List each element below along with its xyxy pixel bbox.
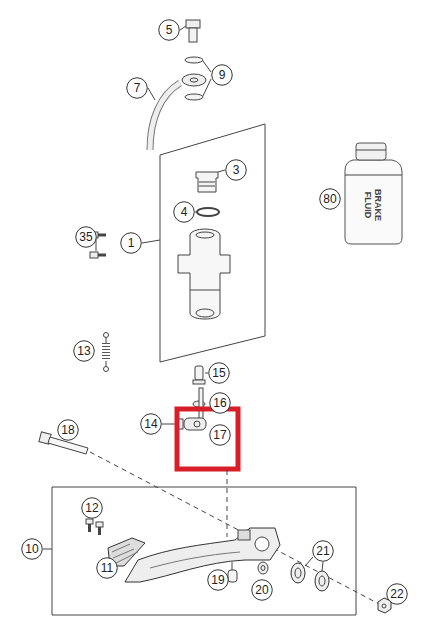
washer bbox=[185, 57, 203, 63]
callout-circle: 4 bbox=[173, 201, 195, 223]
axis-line bbox=[90, 452, 383, 606]
bottle-label: BRAKE FLUID bbox=[363, 187, 383, 223]
callout-number: 13 bbox=[73, 340, 95, 358]
callout-circle: 22 bbox=[386, 583, 408, 605]
callout-circle: 13 bbox=[73, 340, 95, 362]
callout-number: 35 bbox=[75, 226, 97, 244]
return-spring bbox=[102, 333, 110, 372]
callout-circle: 12 bbox=[81, 497, 103, 519]
callout-number: 17 bbox=[209, 424, 231, 442]
pin bbox=[228, 562, 237, 582]
callout-number: 15 bbox=[208, 362, 230, 380]
callout-number: 20 bbox=[251, 579, 273, 597]
callout-number: 12 bbox=[81, 497, 103, 515]
reservoir-cap bbox=[196, 170, 225, 192]
callout-circle: 20 bbox=[251, 579, 273, 601]
callout-number: 3 bbox=[225, 159, 247, 177]
leader-line bbox=[43, 549, 52, 550]
callout-circle: 9 bbox=[211, 64, 233, 86]
callout-number: 18 bbox=[57, 419, 79, 437]
callout-number: 10 bbox=[21, 538, 43, 556]
callout-number: 80 bbox=[319, 188, 341, 206]
callout-circle: 10 bbox=[21, 538, 43, 560]
banjo-bolt bbox=[180, 20, 200, 42]
callout-number: 4 bbox=[173, 201, 195, 219]
group-frame bbox=[160, 124, 265, 362]
group-frame bbox=[52, 487, 356, 615]
nut bbox=[162, 419, 183, 429]
axis-line bbox=[227, 470, 228, 537]
screw bbox=[86, 519, 103, 535]
callout-circle: 80 bbox=[319, 188, 341, 210]
master-cylinder bbox=[178, 229, 230, 319]
pin bbox=[193, 366, 208, 384]
brake-pedal bbox=[125, 528, 280, 582]
callout-circle: 14 bbox=[140, 413, 162, 435]
fluid-bottle bbox=[345, 143, 402, 244]
bearing bbox=[291, 557, 329, 591]
callout-circle: 19 bbox=[207, 569, 229, 591]
callout-circle: 21 bbox=[312, 540, 334, 562]
callout-circle: 15 bbox=[208, 362, 230, 384]
callout-number: 9 bbox=[211, 64, 233, 82]
washer bbox=[185, 94, 203, 100]
callout-circle: 3 bbox=[225, 159, 247, 181]
brake-hose bbox=[148, 74, 206, 150]
callout-circle: 18 bbox=[57, 419, 79, 441]
highlight-box bbox=[177, 409, 238, 469]
callout-circle: 17 bbox=[209, 424, 231, 446]
callout-number: 7 bbox=[126, 77, 148, 95]
o-ring bbox=[197, 208, 219, 216]
callout-circle: 1 bbox=[120, 232, 142, 254]
callout-number: 16 bbox=[209, 392, 231, 410]
callout-circle: 35 bbox=[75, 226, 97, 248]
washer bbox=[258, 562, 268, 574]
callout-number: 22 bbox=[386, 583, 408, 601]
callout-number: 1 bbox=[120, 232, 142, 250]
callout-circle: 11 bbox=[96, 557, 118, 579]
callout-number: 21 bbox=[312, 540, 334, 558]
callout-circle: 16 bbox=[209, 392, 231, 414]
callout-number: 19 bbox=[207, 569, 229, 587]
callout-circle: 7 bbox=[126, 77, 148, 99]
callout-number: 11 bbox=[96, 557, 118, 575]
callout-number: 5 bbox=[158, 19, 180, 37]
callout-number: 14 bbox=[140, 413, 162, 431]
callout-circle: 5 bbox=[158, 19, 180, 41]
leader-line bbox=[142, 240, 160, 243]
